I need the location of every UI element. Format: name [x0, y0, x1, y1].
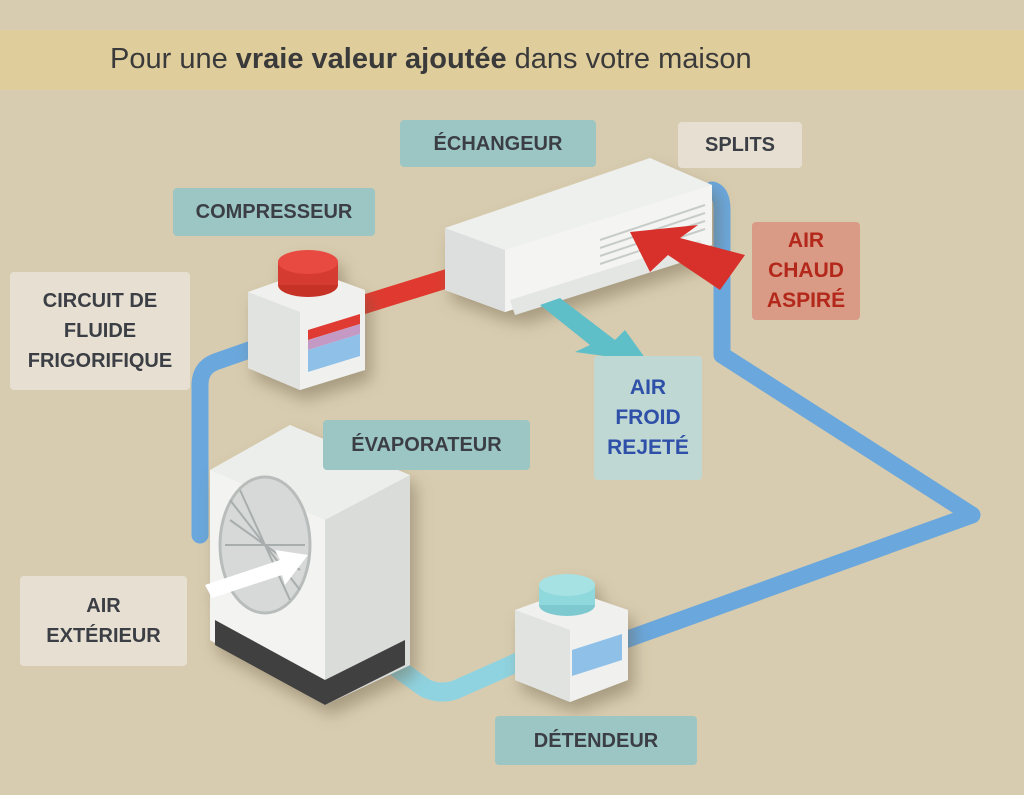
label-splits: SPLITS — [678, 122, 802, 168]
compressor — [248, 250, 365, 390]
label-air-chaud: AIR CHAUD ASPIRÉ — [752, 222, 860, 320]
label-echangeur: ÉCHANGEUR — [400, 120, 596, 167]
expansion-valve — [515, 574, 628, 702]
label-air-froid: AIR FROID REJETÉ — [594, 356, 702, 480]
label-air-exterieur: AIR EXTÉRIEUR — [20, 576, 187, 666]
label-circuit: CIRCUIT DE FLUIDE FRIGORIFIQUE — [10, 272, 190, 390]
title-pre: Pour une — [110, 43, 236, 75]
page-title: Pour une vraie valeur ajoutée dans votre… — [110, 43, 752, 76]
label-detendeur: DÉTENDEUR — [495, 716, 697, 765]
label-evaporateur: ÉVAPORATEUR — [323, 420, 530, 470]
title-bold: vraie valeur ajoutée — [235, 43, 507, 75]
title-post: dans votre maison — [506, 43, 752, 75]
header-band — [0, 30, 1024, 90]
cold-air-arrow — [540, 298, 648, 362]
outdoor-unit — [205, 425, 410, 705]
label-compresseur: COMPRESSEUR — [173, 188, 375, 236]
hot-air-arrow — [630, 225, 745, 290]
